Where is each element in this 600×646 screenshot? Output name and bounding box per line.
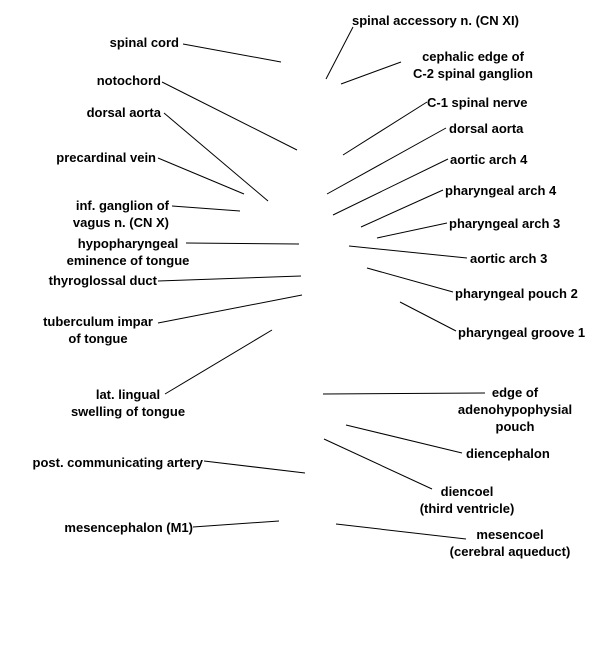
leader-cephalic-edge-c2 bbox=[340, 61, 402, 85]
label-inf-ganglion-vagus: inf. ganglion of vagus n. (CN X) bbox=[72, 198, 169, 230]
leader-inf-ganglion-vagus bbox=[171, 205, 241, 212]
leader-lat-lingual-swelling bbox=[164, 329, 273, 395]
label-dorsal-aorta-right: dorsal aorta bbox=[449, 121, 524, 136]
leader-pharyngeal-arch-3 bbox=[376, 222, 448, 239]
label-cephalic-edge-c2: cephalic edge of C-2 spinal ganglion bbox=[413, 49, 533, 81]
label-mesencephalon: mesencephalon (M1) bbox=[64, 520, 193, 535]
label-post-communicating-artery: post. communicating artery bbox=[32, 455, 203, 470]
leader-diencephalon bbox=[345, 424, 463, 454]
label-dorsal-aorta-left: dorsal aorta bbox=[86, 105, 161, 120]
label-c1-spinal-nerve: C-1 spinal nerve bbox=[427, 95, 528, 110]
label-edge-adenohypophysial-pouch: edge of adenohypophysial pouch bbox=[457, 385, 573, 434]
label-precardinal-vein: precardinal vein bbox=[56, 150, 156, 165]
label-aortic-arch-4: aortic arch 4 bbox=[450, 152, 528, 167]
leader-edge-adenohypophysial-pouch bbox=[322, 392, 486, 395]
label-aortic-arch-3: aortic arch 3 bbox=[470, 251, 548, 266]
leader-dorsal-aorta-right bbox=[326, 127, 447, 195]
label-tuberculum-impar: tuberculum impar of tongue bbox=[43, 314, 153, 346]
label-spinal-accessory-nerve: spinal accessory n. (CN XI) bbox=[352, 13, 519, 28]
leader-pharyngeal-groove-1 bbox=[399, 301, 457, 332]
leader-mesencephalon bbox=[192, 520, 280, 528]
leader-pharyngeal-arch-4 bbox=[360, 189, 444, 228]
leader-tuberculum-impar bbox=[157, 294, 303, 324]
leader-thyroglossal-duct bbox=[157, 275, 302, 282]
label-notochord: notochord bbox=[96, 73, 161, 88]
leader-pharyngeal-pouch-2 bbox=[366, 267, 454, 293]
label-diencoel: diencoel (third ventricle) bbox=[419, 484, 515, 516]
leader-spinal-cord bbox=[182, 43, 282, 63]
label-pharyngeal-groove-1: pharyngeal groove 1 bbox=[458, 325, 586, 340]
leader-c1-spinal-nerve bbox=[342, 101, 428, 156]
label-hypopharyngeal-eminence: hypopharyngeal eminence of tongue bbox=[66, 236, 190, 268]
leader-precardinal-vein bbox=[157, 157, 245, 195]
label-mesencoel: mesencoel (cerebral aqueduct) bbox=[449, 527, 571, 559]
label-thyroglossal-duct: thyroglossal duct bbox=[48, 273, 157, 288]
leader-diencoel bbox=[323, 438, 433, 490]
leader-aortic-arch-4 bbox=[332, 158, 449, 216]
leader-post-communicating-artery bbox=[203, 460, 306, 474]
label-diencephalon: diencephalon bbox=[466, 446, 550, 461]
leader-mesencoel bbox=[335, 523, 467, 540]
leader-dorsal-aorta-left bbox=[163, 112, 269, 202]
label-pharyngeal-arch-4: pharyngeal arch 4 bbox=[445, 183, 557, 198]
label-spinal-cord: spinal cord bbox=[109, 35, 179, 50]
leader-aortic-arch-3 bbox=[348, 245, 468, 259]
label-lat-lingual-swelling: lat. lingual swelling of tongue bbox=[70, 387, 186, 419]
label-pharyngeal-arch-3: pharyngeal arch 3 bbox=[449, 216, 561, 231]
leader-spinal-accessory-nerve bbox=[325, 26, 354, 80]
leader-hypopharyngeal-eminence bbox=[185, 242, 300, 245]
label-pharyngeal-pouch-2: pharyngeal pouch 2 bbox=[455, 286, 578, 301]
leader-notochord bbox=[161, 81, 298, 151]
